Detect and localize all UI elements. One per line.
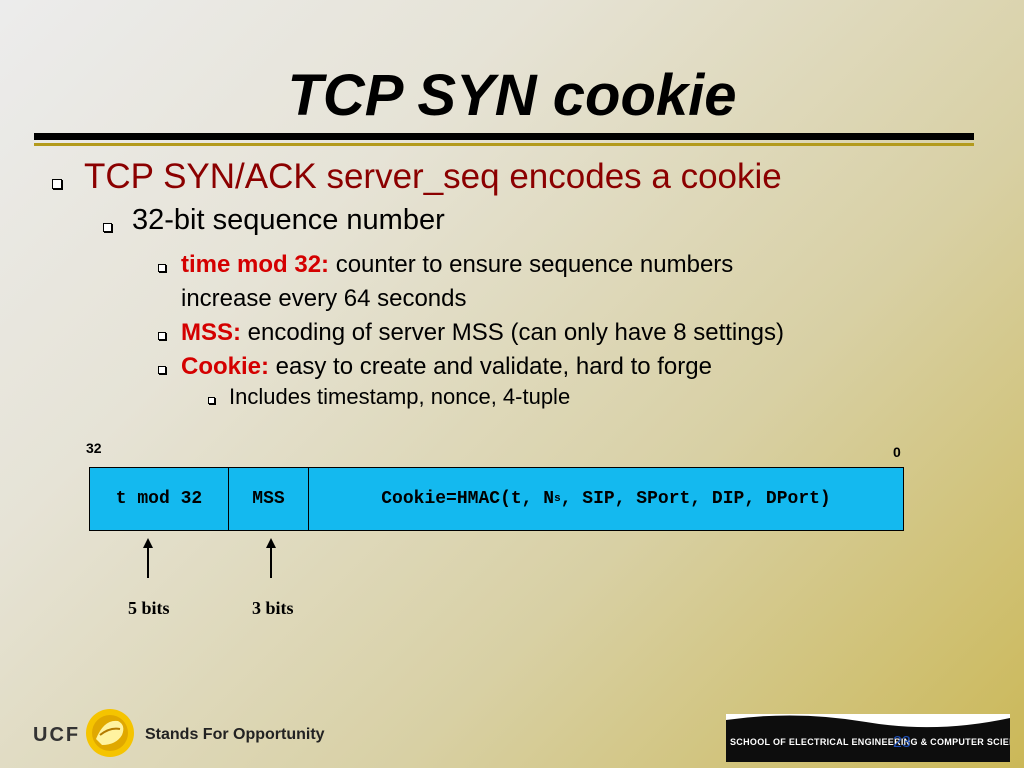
bullet-icon bbox=[158, 366, 166, 374]
len-5-bits: 5 bits bbox=[128, 598, 170, 618]
cookie-label: Cookie: bbox=[181, 353, 270, 380]
mss-text: encoding of server MSS (can only have 8 … bbox=[241, 319, 784, 346]
time-text: counter to ensure sequence numbers bbox=[329, 251, 734, 278]
bullet-l4: Includes timestamp, nonce, 4-tuple bbox=[229, 384, 571, 409]
page-number: 23 bbox=[893, 734, 911, 751]
time-label: time mod 32: bbox=[181, 251, 330, 278]
field-cookie-sub: s bbox=[554, 493, 561, 505]
bullet-icon bbox=[103, 223, 112, 232]
slide-title: TCP SYN cookie bbox=[287, 63, 737, 128]
footer-org: UCF bbox=[33, 724, 81, 746]
bit-high-label: 32 bbox=[86, 440, 102, 456]
bullet-icon bbox=[158, 264, 166, 272]
field-cookie-post: , SIP, SPort, DIP, DPort) bbox=[560, 489, 831, 509]
title-rule-thin bbox=[34, 143, 974, 146]
len-3-bits: 3 bits bbox=[252, 598, 294, 618]
cookie-text: easy to create and validate, hard to for… bbox=[269, 353, 712, 380]
pegasus-logo-icon bbox=[86, 709, 134, 757]
wave-icon bbox=[726, 714, 1010, 728]
arrow-up-icon bbox=[266, 538, 276, 548]
bullet-l2: 32-bit sequence number bbox=[132, 204, 445, 236]
bullet-time: time mod 32: counter to ensure sequence … bbox=[181, 248, 733, 282]
arrow-up-icon bbox=[143, 538, 153, 548]
arrow-shaft bbox=[147, 546, 149, 578]
bullet-l1: TCP SYN/ACK server_seq encodes a cookie bbox=[84, 157, 782, 196]
bullet-icon bbox=[158, 332, 166, 340]
arrow-shaft bbox=[270, 546, 272, 578]
bullet-cookie: Cookie: easy to create and validate, har… bbox=[181, 350, 712, 384]
bullet-time-cont: increase every 64 seconds bbox=[181, 285, 467, 312]
field-mss: MSS bbox=[229, 468, 309, 530]
bullet-icon bbox=[208, 397, 215, 404]
bullet-mss: MSS: encoding of server MSS (can only ha… bbox=[181, 316, 784, 350]
bullet-icon bbox=[52, 179, 62, 189]
school-name: SCHOOL OF ELECTRICAL ENGINEERING & COMPU… bbox=[730, 737, 1010, 747]
field-time-mod-32: t mod 32 bbox=[90, 468, 229, 530]
bit-low-label: 0 bbox=[893, 444, 901, 460]
school-banner: SCHOOL OF ELECTRICAL ENGINEERING & COMPU… bbox=[726, 714, 1010, 762]
footer-tagline: Stands For Opportunity bbox=[145, 726, 325, 743]
field-cookie-pre: Cookie=HMAC(t, N bbox=[381, 489, 555, 509]
title-rule-thick bbox=[34, 133, 974, 140]
mss-label: MSS: bbox=[181, 319, 241, 346]
